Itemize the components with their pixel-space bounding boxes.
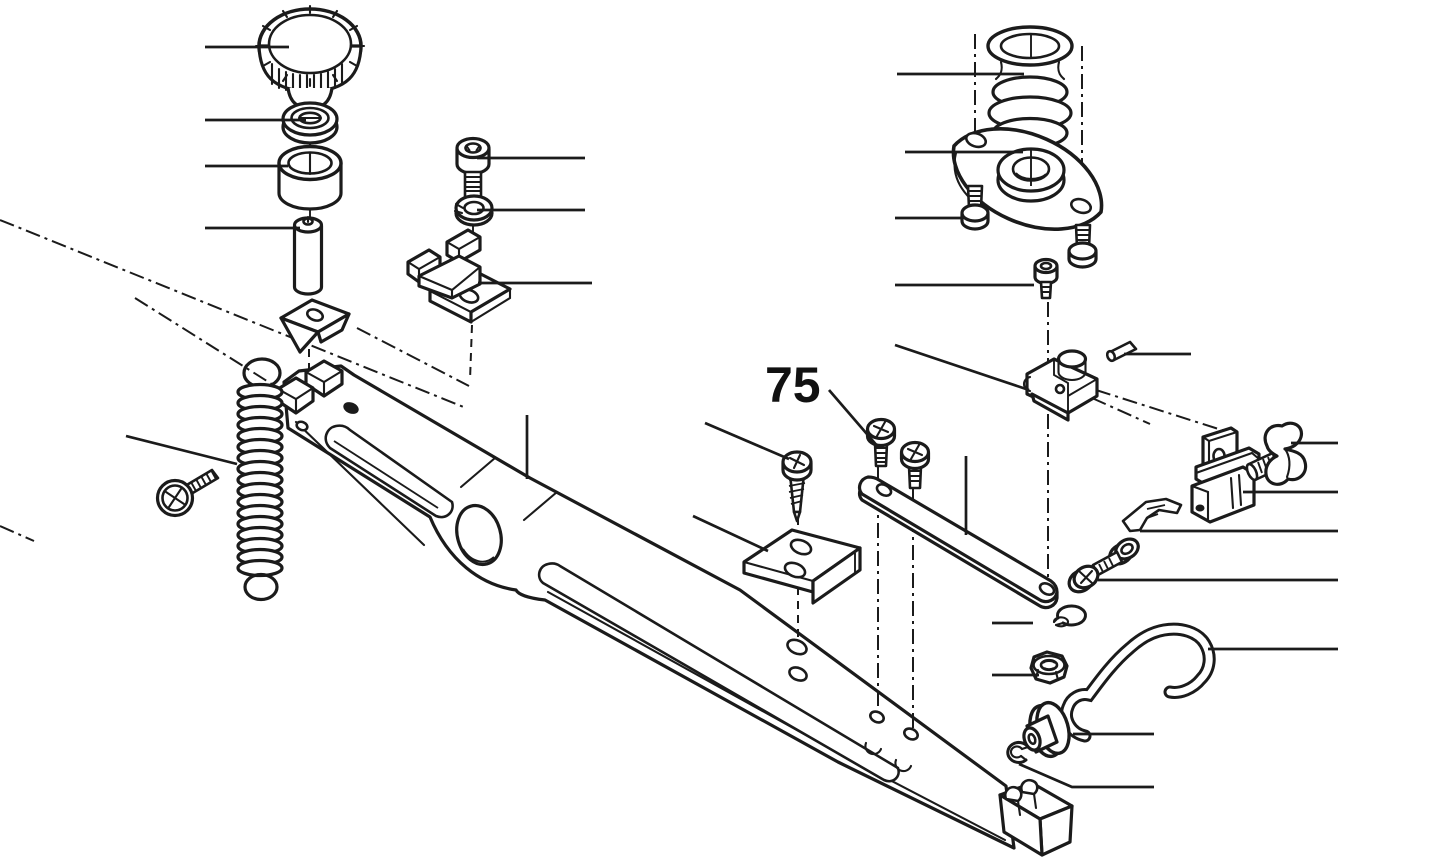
slider-hole	[1195, 504, 1205, 512]
plate-ear-hole-left	[964, 131, 988, 149]
wedge-block	[279, 298, 351, 354]
bracket-hole-bottom	[783, 561, 807, 579]
lock-washer	[1052, 604, 1087, 628]
leader-75	[827, 389, 881, 449]
arm-tip-block-left	[998, 793, 1044, 857]
arm-pivot-hole	[343, 402, 359, 414]
arm-hole-bracket-bottom	[788, 666, 808, 682]
arm-hole-bracket-top	[786, 638, 808, 656]
arm-slot-2	[537, 562, 900, 783]
clevis-pin-with-flange	[1022, 700, 1071, 759]
link-bar-hole-right	[1038, 582, 1056, 596]
bracket-hole-top	[789, 538, 813, 556]
arm-crank-line-2	[522, 490, 559, 522]
arm-small-hole	[295, 420, 309, 432]
hex-lock-nut	[1029, 650, 1069, 685]
arm-outline	[282, 364, 1016, 850]
main-lever-arm	[276, 359, 1074, 857]
knurled-adjuster-knob	[254, 4, 366, 110]
spring-top-hook	[242, 357, 282, 389]
cylindrical-bushing	[277, 144, 343, 211]
link-bar-hole-left	[875, 483, 893, 497]
phillips-cross	[164, 487, 186, 509]
curved-band-hook	[1060, 622, 1216, 743]
latch-lever	[1121, 497, 1183, 533]
tab-bracket-slider	[1190, 426, 1261, 524]
slotted-washer	[281, 101, 339, 145]
corner-centerline	[0, 525, 35, 542]
split-lock-washer	[453, 194, 494, 227]
leader-tapping-screw	[704, 421, 790, 461]
leader-c-clip	[1018, 762, 1154, 789]
arm-crank-line-1	[459, 456, 497, 489]
thumb-knob	[1263, 421, 1308, 486]
leader-screw-spring	[125, 434, 238, 466]
arm-edge-bump-1	[864, 741, 883, 756]
arm-center-hole-depth	[462, 548, 495, 563]
bracket-wall	[811, 546, 862, 605]
arm-hole-screw-b	[903, 727, 919, 741]
wedge-axis-diagonal	[356, 327, 470, 387]
arm-edge-bump-2	[894, 758, 913, 773]
angle-bracket	[742, 528, 862, 605]
plate-screw-right	[1067, 223, 1098, 269]
small-socket-screw	[1033, 257, 1059, 300]
tension-spring	[236, 357, 284, 602]
plate-ear-hole-right	[1069, 197, 1093, 215]
phillips-pan-head-screw	[155, 468, 220, 518]
self-tapping-screw	[781, 450, 813, 523]
leader-hinge-clamp	[894, 343, 1030, 392]
leader-lines	[125, 45, 1338, 789]
socket-head-screw	[455, 136, 491, 202]
arm-tip-prong-1	[1004, 785, 1023, 803]
roller-pin	[292, 215, 324, 296]
plate-screw-left	[960, 184, 990, 231]
diagonal-centerline-2	[134, 297, 287, 394]
u-clamp-bracket	[406, 228, 512, 324]
arm-center-hole	[455, 503, 503, 567]
c-clip-retainer	[1006, 740, 1030, 764]
arm-slot-1	[324, 424, 454, 519]
arm-slot-1-depth	[333, 440, 439, 509]
leader-angle-bracket	[692, 514, 769, 553]
arm-face-line	[294, 420, 426, 547]
mount-diagonal-2	[1091, 397, 1151, 425]
pan-head-screw-75	[865, 417, 897, 468]
pan-head-screw	[899, 440, 931, 490]
arm-tip-prong-2	[1020, 778, 1039, 796]
hinge-clamp	[1022, 349, 1099, 422]
diagonal-centerline-1	[0, 219, 467, 409]
spring-bottom-hook	[243, 572, 279, 602]
arm-hole-screw-a	[869, 710, 885, 724]
mount-diagonal-1	[1095, 389, 1229, 433]
hinge-pin	[1105, 340, 1138, 363]
washer-head-screw	[1067, 537, 1140, 594]
wing-thumb-screw	[1245, 421, 1308, 486]
part-number-label: 75	[765, 357, 821, 413]
flat-link-bar	[857, 475, 1059, 610]
